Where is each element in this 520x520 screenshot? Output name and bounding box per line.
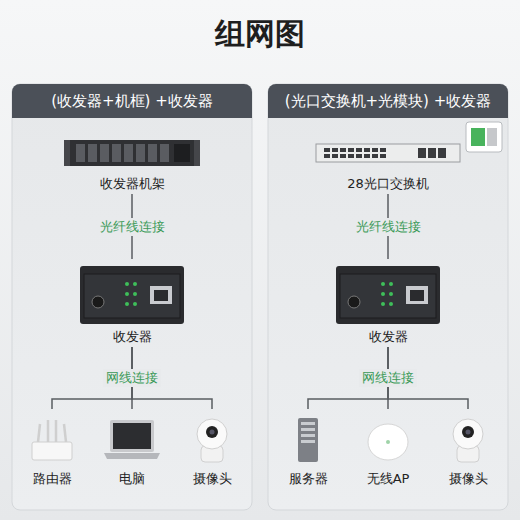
device-label: 摄像头 <box>177 471 247 487</box>
diagram-title: 组网图 <box>0 14 520 55</box>
server-icon <box>298 418 318 462</box>
device-label: 28光口交换机 <box>298 176 478 192</box>
network-panel: (收发器+机框) +收发器收发器机架收发器路由器电脑摄像头 <box>12 84 252 510</box>
router-node: 路由器 <box>17 409 87 489</box>
device-label: 摄像头 <box>433 471 503 487</box>
connection-label: 光纤线连接 <box>353 218 424 236</box>
device-label: 收发器机架 <box>42 176 222 192</box>
transceiver-icon <box>336 266 440 324</box>
device-label: 电脑 <box>97 471 167 487</box>
sfp-module-icon <box>466 122 502 152</box>
switch-node: 28光口交换机 <box>298 132 478 194</box>
rack-icon <box>64 140 200 166</box>
computer-node: 电脑 <box>97 409 167 489</box>
device-label: 路由器 <box>17 471 87 487</box>
panel-heading: (光口交换机+光模块) +收发器 <box>268 84 508 118</box>
network-panel: (光口交换机+光模块) +收发器 28光口交换机收发器服务器无线AP 摄像头 <box>268 84 508 510</box>
device-label: 收发器 <box>328 329 448 345</box>
laptop-icon <box>104 420 160 459</box>
connection-label: 网线连接 <box>103 369 161 387</box>
server-node: 服务器 <box>273 409 343 489</box>
camera-node: 摄像头 <box>177 409 247 489</box>
connection-label: 网线连接 <box>359 369 417 387</box>
switch-icon <box>316 144 460 162</box>
transceiver-node: 收发器 <box>72 259 192 347</box>
transceiver-icon <box>80 266 184 324</box>
access-point-node: 无线AP <box>353 409 423 489</box>
panel-left-shape <box>12 84 252 510</box>
transceiver-node: 收发器 <box>328 259 448 347</box>
access-point-icon <box>368 424 408 460</box>
device-label: 无线AP <box>353 471 423 487</box>
panel-heading: (收发器+机框) +收发器 <box>12 84 252 118</box>
device-label: 收发器 <box>72 329 192 345</box>
camera-icon <box>453 419 483 462</box>
device-label: 服务器 <box>273 471 343 487</box>
camera-node: 摄像头 <box>433 409 503 489</box>
rack-node: 收发器机架 <box>42 132 222 194</box>
panel-right-shape <box>268 84 508 510</box>
camera-icon <box>197 419 227 462</box>
connection-label: 光纤线连接 <box>97 218 168 236</box>
router-icon <box>32 420 72 460</box>
